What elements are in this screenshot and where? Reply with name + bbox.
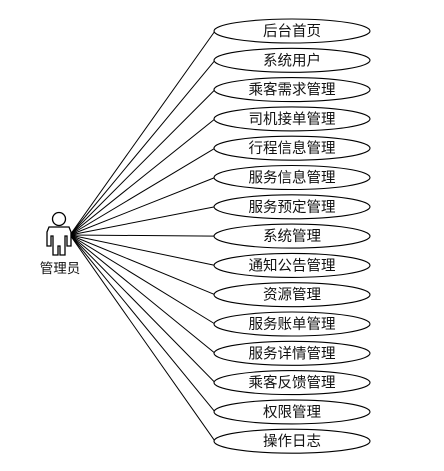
use-case-label: 司机接单管理 [249,111,336,128]
use-case-ellipse [213,194,371,220]
use-case-label: 乘客需求管理 [249,82,336,99]
use-case-ellipse [213,399,371,425]
association-line [69,234,216,413]
actor-figure [46,211,72,256]
association-line [69,89,216,236]
use-case: 服务信息管理 [213,164,371,191]
association-line [69,30,216,236]
use-case: 权限管理 [213,399,371,425]
use-case-label: 服务账单管理 [249,316,336,333]
use-case: 系统用户 [213,47,371,73]
use-case: 后台首页 [213,18,371,44]
use-case-group: 后台首页系统用户乘客需求管理司机接单管理行程信息管理服务信息管理服务预定管理系统… [213,18,371,454]
use-case-ellipse [213,428,371,454]
association-line [69,147,216,236]
use-case-ellipse [213,282,371,308]
association-line [69,177,216,236]
use-case-label: 操作日志 [263,433,321,450]
use-case-label: 乘客反馈管理 [249,375,336,392]
use-case-ellipse [213,340,371,366]
use-case-ellipse [213,311,371,337]
association-line [69,118,216,236]
use-case: 资源管理 [213,282,371,308]
use-case-ellipse [213,164,371,191]
use-case: 乘客需求管理 [213,77,371,103]
use-case-ellipse [213,77,371,103]
use-case: 乘客反馈管理 [213,370,371,396]
association-line [69,234,216,237]
association-line [69,234,216,442]
use-case-label: 系统管理 [263,228,321,245]
use-case-ellipse [213,135,371,161]
use-case-ellipse [213,370,371,396]
use-case-label: 资源管理 [263,287,321,304]
use-case: 服务预定管理 [213,194,371,220]
association-line [69,59,216,236]
use-case-ellipse [213,18,371,44]
association-line [69,234,216,296]
use-case-label: 行程信息管理 [249,140,336,157]
use-case: 通知公告管理 [213,252,371,278]
use-case-label: 服务预定管理 [249,199,336,216]
use-case-label: 通知公告管理 [249,257,336,274]
association-line [69,234,216,325]
use-case-ellipse [213,223,371,249]
actor-label: 管理员 [40,261,81,277]
association-line [69,234,216,354]
use-case: 服务账单管理 [213,311,371,337]
use-case-label: 系统用户 [263,52,321,69]
association-lines [69,30,216,442]
use-case: 行程信息管理 [213,135,371,161]
use-case: 司机接单管理 [213,106,371,132]
association-line [69,234,216,266]
use-case-label: 后台首页 [263,23,321,40]
actor-body [46,226,72,256]
use-case-label: 权限管理 [263,404,321,421]
use-case-label: 服务信息管理 [249,170,336,187]
use-case-ellipse [213,252,371,278]
association-line [69,206,216,236]
use-case-ellipse [213,47,371,73]
use-case: 操作日志 [213,428,371,454]
association-line [69,234,216,383]
use-case: 系统管理 [213,223,371,249]
use-case: 服务详情管理 [213,340,371,366]
actor-head [51,211,67,227]
use-case-ellipse [213,106,371,132]
use-case-label: 服务详情管理 [249,345,336,362]
